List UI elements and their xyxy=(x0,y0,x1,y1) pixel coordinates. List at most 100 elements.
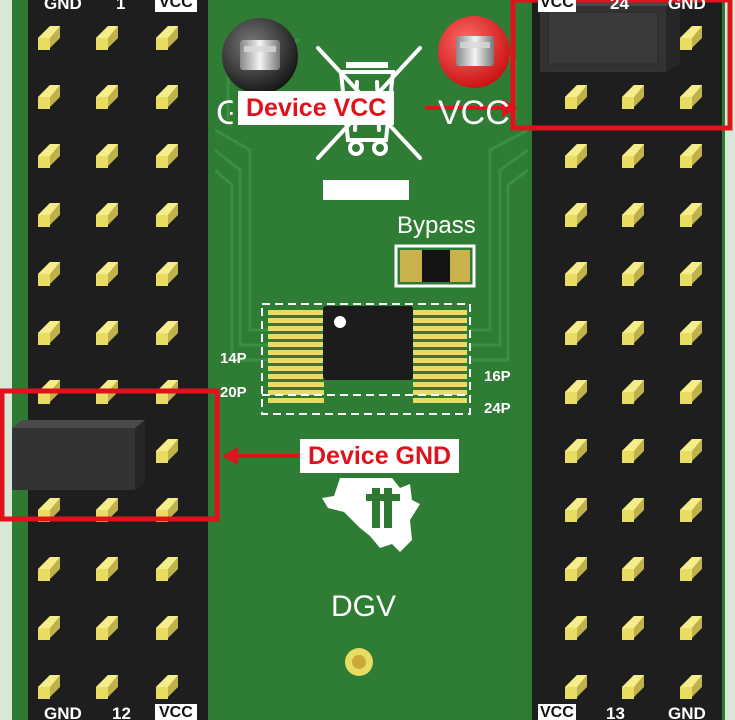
left-header-pin xyxy=(156,439,178,463)
right-header-pin xyxy=(565,321,587,345)
right-header-pin xyxy=(680,616,702,640)
left-header-pin xyxy=(38,26,60,50)
ic-pad xyxy=(413,342,467,347)
left-header-pin xyxy=(38,85,60,109)
left-header-pin xyxy=(156,557,178,581)
right-header-pin xyxy=(565,203,587,227)
right-header-pin xyxy=(680,26,702,50)
left-header-pin xyxy=(38,321,60,345)
left-header-pin xyxy=(96,321,118,345)
right-header-pin xyxy=(680,144,702,168)
right-header-pin xyxy=(680,203,702,227)
right-header-pin xyxy=(680,321,702,345)
left-header-pin xyxy=(96,675,118,699)
right-header-bottom-gnd: GND xyxy=(668,704,706,720)
ic-pad xyxy=(268,390,324,395)
left-header-pin xyxy=(96,262,118,286)
ic-pad xyxy=(268,310,324,315)
right-header-pin xyxy=(565,675,587,699)
left-header-top-gnd: GND xyxy=(44,0,82,13)
right-header-bottom-vcc: VCC xyxy=(538,704,576,720)
right-header-pin xyxy=(680,439,702,463)
left-header-pin xyxy=(96,557,118,581)
right-header-pin xyxy=(680,675,702,699)
ti-logo-icon xyxy=(322,478,420,552)
left-header-pin xyxy=(38,675,60,699)
ic-pad xyxy=(268,350,324,355)
ic-pad xyxy=(268,374,324,379)
left-header-pin xyxy=(38,557,60,581)
vcc-test-point-icon xyxy=(438,16,510,88)
right-header-pin xyxy=(622,498,644,522)
ic-pad xyxy=(268,318,324,323)
left-header-pin xyxy=(38,616,60,640)
right-header-pins xyxy=(565,26,702,699)
left-header-pin xyxy=(156,616,178,640)
right-header-pin xyxy=(680,262,702,286)
pin-count-14p: 14P xyxy=(220,350,247,367)
vcc-highlight-box xyxy=(510,0,733,131)
ic-pad xyxy=(413,374,467,379)
ic-pad xyxy=(413,350,467,355)
ic-pad xyxy=(268,366,324,371)
right-header-pin xyxy=(622,557,644,581)
pcb-edge-left xyxy=(0,0,12,720)
left-header-bottom-pin: 12 xyxy=(112,704,131,720)
right-header-pin xyxy=(565,616,587,640)
right-header-pin xyxy=(622,85,644,109)
vcc-arrow xyxy=(425,99,518,117)
ic-pad xyxy=(413,326,467,331)
right-header-pin xyxy=(565,262,587,286)
ic-pad xyxy=(413,318,467,323)
pin-count-16p: 16P xyxy=(484,368,511,385)
right-header-pin xyxy=(622,203,644,227)
right-header-pin xyxy=(622,439,644,463)
left-header-pin xyxy=(156,26,178,50)
bypass-label: Bypass xyxy=(397,212,476,239)
left-header-pin xyxy=(96,85,118,109)
right-header-pin xyxy=(565,498,587,522)
left-header-bottom-vcc: VCC xyxy=(155,704,197,720)
right-header-pin xyxy=(680,85,702,109)
right-header-bottom-pin: 13 xyxy=(606,704,625,720)
right-header-pin xyxy=(622,321,644,345)
bypass-capacitor xyxy=(394,244,476,288)
right-header-pin xyxy=(622,616,644,640)
right-header-pin xyxy=(565,85,587,109)
pcb-edge-right xyxy=(725,0,735,720)
ic-pad xyxy=(268,326,324,331)
left-header-pin xyxy=(96,616,118,640)
left-header-pins xyxy=(38,26,178,699)
gnd-jumper xyxy=(12,420,145,490)
left-header-bottom-gnd: GND xyxy=(44,704,82,720)
left-header-pin xyxy=(96,26,118,50)
right-header-pin xyxy=(680,380,702,404)
gnd-arrow xyxy=(222,447,300,465)
ic-pad xyxy=(268,398,324,403)
ic-pad xyxy=(413,358,467,363)
ic-pad xyxy=(268,382,324,387)
left-header-housing xyxy=(28,0,208,720)
pin-count-24p: 24P xyxy=(484,400,511,417)
left-header-pin xyxy=(156,262,178,286)
left-header-pin xyxy=(96,203,118,227)
ic-pad xyxy=(413,390,467,395)
ic-pad xyxy=(268,358,324,363)
left-header-pin xyxy=(38,144,60,168)
via-pad xyxy=(345,648,373,676)
right-header-pin xyxy=(622,380,644,404)
right-header-pin xyxy=(565,557,587,581)
right-header-pin xyxy=(565,439,587,463)
traces xyxy=(214,38,529,362)
ic-pad xyxy=(413,366,467,371)
silkscreen-bar xyxy=(323,180,409,200)
ic-footprint xyxy=(261,303,471,415)
left-header-pin xyxy=(96,144,118,168)
device-vcc-callout: Device VCC xyxy=(238,91,395,125)
left-header-pin xyxy=(156,321,178,345)
pin-count-20p: 20P xyxy=(220,384,247,401)
vcc-jumper xyxy=(540,0,680,72)
left-header-pin xyxy=(156,144,178,168)
right-header-pin xyxy=(680,498,702,522)
